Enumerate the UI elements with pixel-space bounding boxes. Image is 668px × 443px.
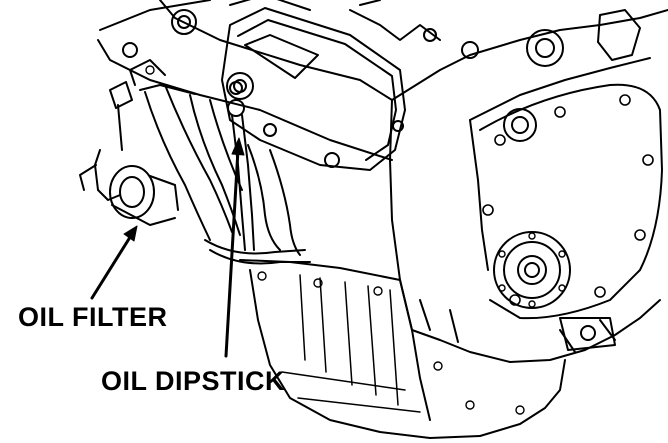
oil-filter-arrow (90, 225, 138, 300)
exhaust-manifold (129, 59, 311, 265)
oil-filter-label: OIL FILTER (18, 302, 168, 332)
oil-filter-assembly (79, 81, 179, 226)
callout-arrows (90, 137, 245, 358)
oil-dipstick-label: OIL DIPSTICK (101, 366, 286, 396)
oil-dipstick-assembly (226, 72, 255, 251)
oil-dipstick-arrow (224, 137, 245, 358)
oil-pan (239, 259, 566, 439)
engine-block (389, 9, 668, 363)
cylinder-head (97, 0, 479, 171)
